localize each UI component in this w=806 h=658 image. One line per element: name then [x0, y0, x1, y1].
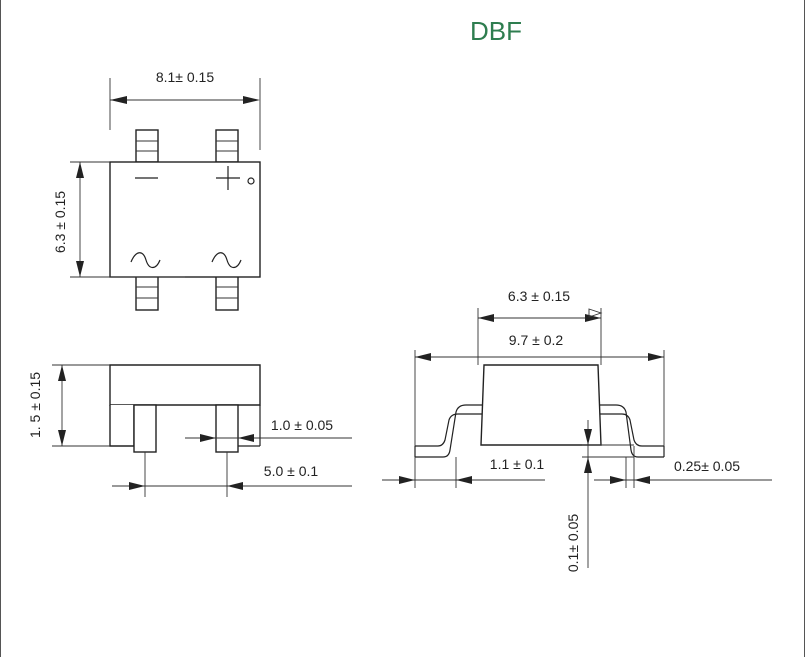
- dim-lead-width: 1.0 ± 0.05: [271, 417, 333, 433]
- bottom-lead-1: [135, 275, 159, 311]
- dim-overall-width: 9.7 ± 0.2: [509, 332, 564, 348]
- top-lead-2: [215, 129, 239, 163]
- package-title: DBF: [470, 16, 522, 46]
- dim-top-width: 8.1± 0.15: [156, 69, 214, 85]
- dim-standoff: 0.1± 0.05: [565, 514, 581, 572]
- top-body: [109, 161, 261, 278]
- top-view: 8.1± 0.15 6.3 ± 0.15: [52, 69, 261, 311]
- front-view: 6.3 ± 0.15 9.7 ± 0.2 1.1 ± 0.1 0.25± 0.0…: [382, 288, 772, 572]
- bottom-lead-2: [215, 275, 239, 311]
- dim-foot-length: 1.1 ± 0.1: [490, 456, 545, 472]
- pin1-dot: [247, 177, 255, 185]
- side-lead-1: [133, 404, 157, 453]
- side-body-left-step: [109, 405, 135, 447]
- dim-top-height: 6.3 ± 0.15: [52, 191, 68, 253]
- side-view: 1. 5 ± 0.15 1.0 ± 0.05 5.0 ± 0.1: [27, 364, 352, 497]
- dim-side-height: 1. 5 ± 0.15: [27, 372, 43, 438]
- dim-body-width: 6.3 ± 0.15: [508, 288, 570, 304]
- side-lead-2: [215, 404, 239, 453]
- ac-symbol-left: [130, 252, 161, 269]
- front-body: [480, 364, 602, 446]
- dim-lead-thickness: 0.25± 0.05: [674, 458, 740, 474]
- top-lead-1: [135, 129, 159, 163]
- side-body: [109, 364, 261, 406]
- ac-symbol-right: [211, 252, 242, 269]
- dim-lead-pitch: 5.0 ± 0.1: [264, 463, 319, 479]
